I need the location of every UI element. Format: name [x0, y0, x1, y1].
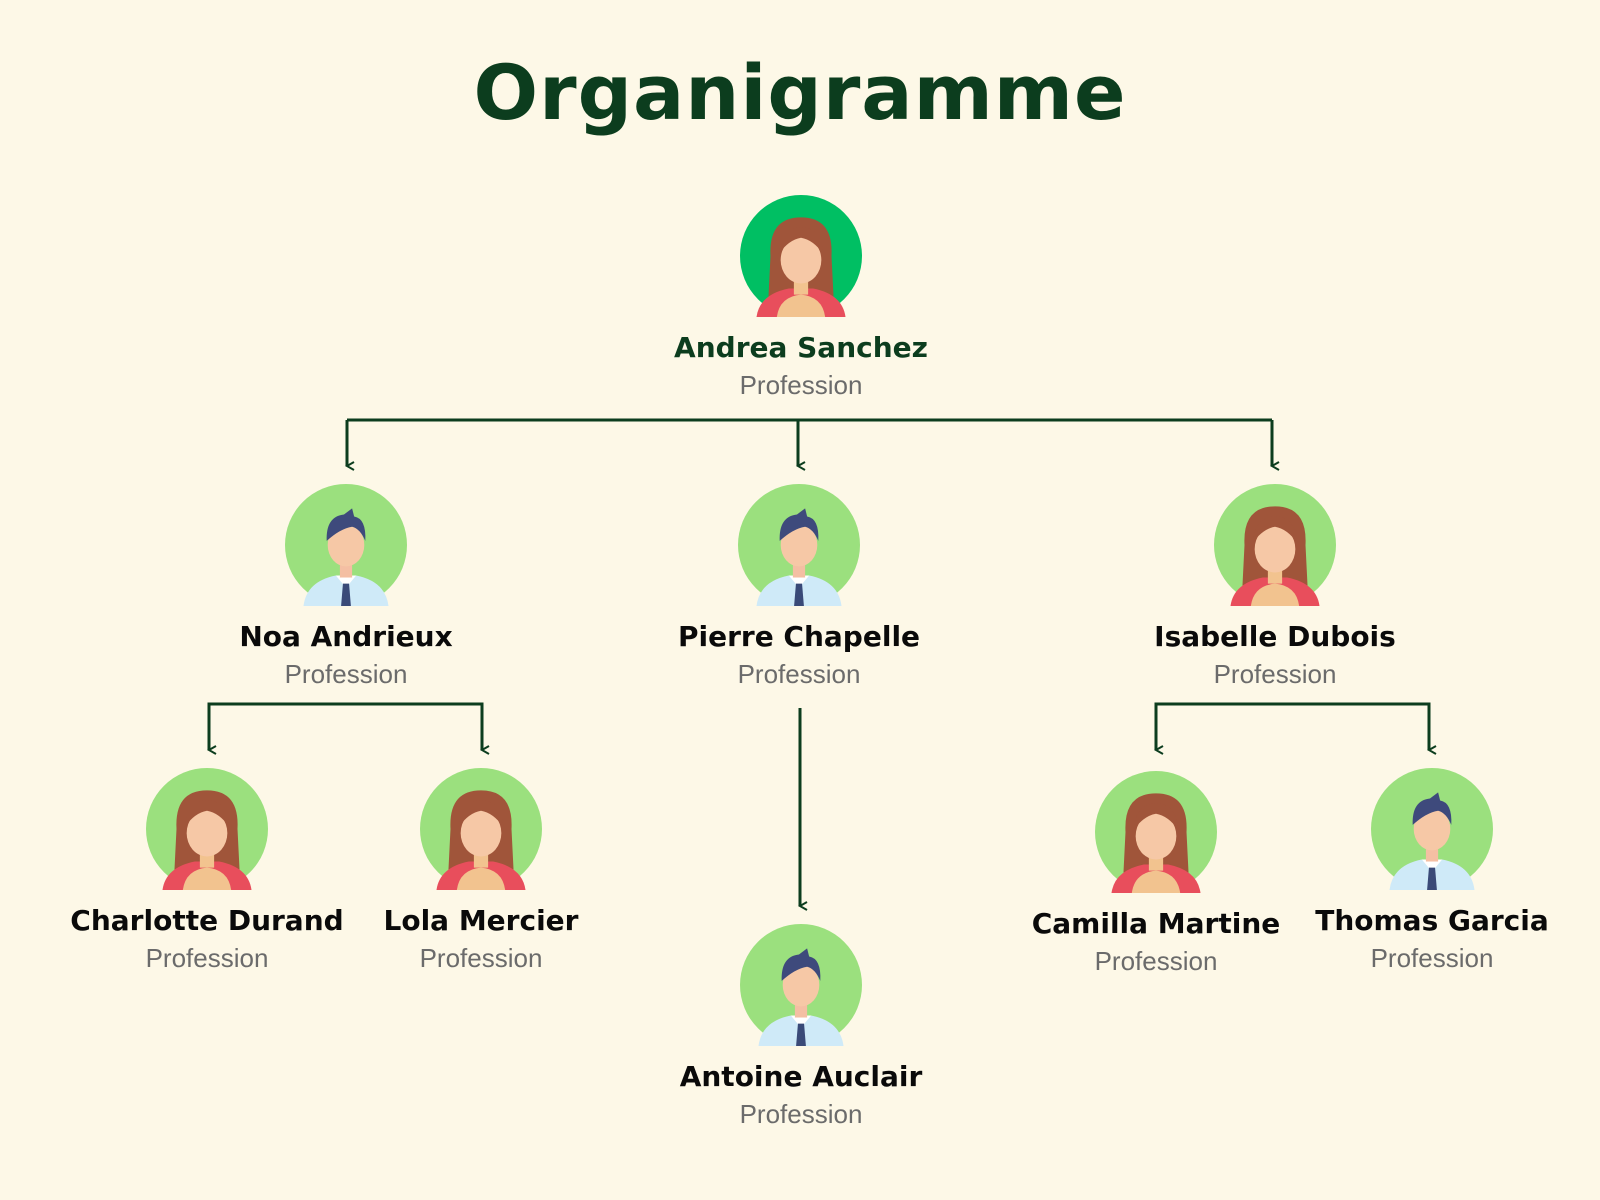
- person-name: Charlotte Durand: [70, 904, 344, 937]
- node-camilla-martine: Camilla Martine Profession: [996, 771, 1316, 977]
- node-thomas-garcia: Thomas Garcia Profession: [1272, 768, 1592, 974]
- node-antoine-auclair: Antoine Auclair Profession: [641, 924, 961, 1130]
- person-role: Profession: [1370, 943, 1494, 973]
- woman-avatar-icon: [420, 768, 542, 890]
- node-lola-mercier: Lola Mercier Profession: [321, 768, 641, 974]
- man-avatar-icon: [738, 484, 860, 606]
- node-charlotte-durand: Charlotte Durand Profession: [47, 768, 367, 974]
- node-pierre-chapelle: Pierre Chapelle Profession: [639, 484, 959, 690]
- connector-noa-charlotte: [209, 702, 484, 750]
- person-name: Camilla Martine: [1031, 907, 1281, 940]
- page-title: Organigramme: [473, 48, 1127, 137]
- person-role: Profession: [739, 370, 863, 400]
- person-name: Isabelle Dubois: [1154, 620, 1396, 653]
- person-name: Pierre Chapelle: [677, 620, 921, 653]
- node-noa-andrieux: Noa Andrieux Profession: [186, 484, 506, 690]
- person-role: Profession: [737, 659, 861, 689]
- person-name: Antoine Auclair: [679, 1060, 923, 1093]
- woman-avatar-icon: [146, 768, 268, 890]
- node-andrea-sanchez: Andrea Sanchez Profession: [641, 195, 961, 401]
- man-avatar-icon: [285, 484, 407, 606]
- person-name: Thomas Garcia: [1315, 904, 1549, 937]
- man-avatar-icon: [740, 924, 862, 1046]
- node-isabelle-dubois: Isabelle Dubois Profession: [1115, 484, 1435, 690]
- person-name: Lola Mercier: [383, 904, 579, 937]
- person-role: Profession: [419, 943, 543, 973]
- person-role: Profession: [145, 943, 269, 973]
- woman-avatar-icon: [1095, 771, 1217, 893]
- woman-avatar-icon: [740, 195, 862, 317]
- person-role: Profession: [1213, 659, 1337, 689]
- person-role: Profession: [1094, 946, 1218, 976]
- man-avatar-icon: [1371, 768, 1493, 890]
- person-role: Profession: [284, 659, 408, 689]
- connector-isabelle-camilla: [1156, 702, 1431, 750]
- person-name: Noa Andrieux: [239, 620, 453, 653]
- person-role: Profession: [739, 1099, 863, 1129]
- woman-avatar-icon: [1214, 484, 1336, 606]
- person-name: Andrea Sanchez: [674, 331, 928, 364]
